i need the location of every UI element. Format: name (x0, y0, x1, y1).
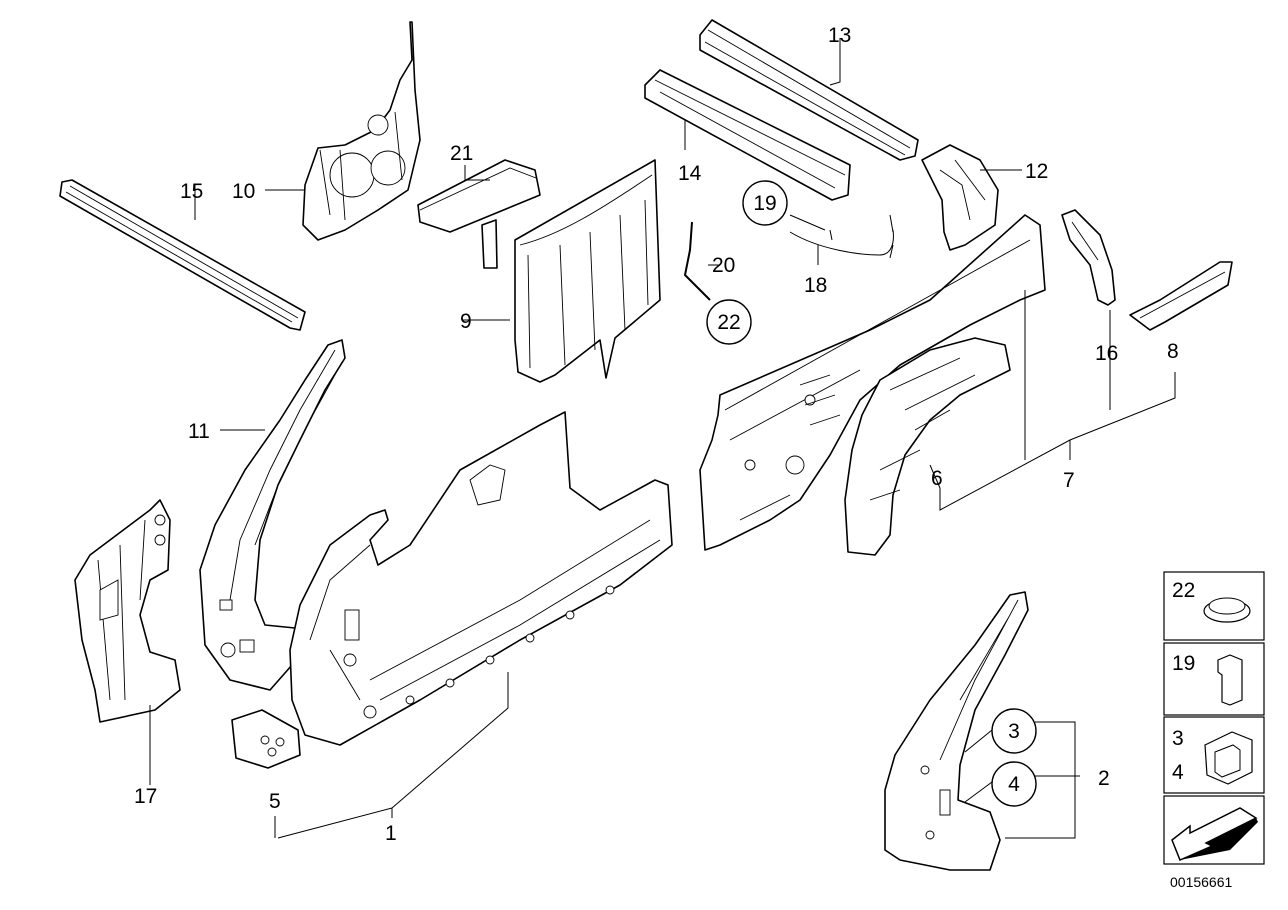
svg-text:4: 4 (1172, 761, 1184, 784)
part-1-side-frame[interactable] (289, 411, 673, 746)
svg-text:22: 22 (717, 311, 740, 334)
svg-text:19: 19 (753, 192, 776, 215)
callout-labels: 1 5 17 11 15 10 21 9 14 13 12 20 18 16 8… (134, 24, 1179, 845)
clip-icon (1217, 654, 1243, 706)
label-16: 16 (1095, 342, 1118, 365)
label-20: 20 (712, 254, 735, 277)
label-17: 17 (134, 785, 157, 808)
label-21: 21 (450, 142, 473, 165)
label-6: 6 (931, 467, 943, 490)
label-9: 9 (460, 310, 472, 333)
label-1: 1 (385, 822, 397, 845)
label-2: 2 (1098, 767, 1110, 790)
label-7: 7 (1063, 469, 1075, 492)
legend-item-3-4[interactable]: 3 4 (1163, 716, 1265, 794)
svg-text:3: 3 (1008, 720, 1020, 743)
part-18-cable[interactable] (789, 214, 894, 259)
part-2-b-pillar[interactable] (884, 591, 1029, 871)
part-12-bracket[interactable] (921, 144, 999, 251)
part-6-wheel-arch[interactable] (844, 337, 1011, 556)
part-8-rear-bracket[interactable] (1129, 261, 1233, 331)
part-17-b-pillar-reinforcement[interactable] (74, 499, 181, 723)
circled-callouts: 19 22 3 4 (706, 180, 1037, 807)
label-5: 5 (269, 790, 281, 813)
svg-text:19: 19 (1172, 652, 1195, 675)
legend-arrow-item[interactable] (1163, 795, 1265, 865)
part-5-block[interactable] (231, 709, 301, 769)
circled-label-19: 19 (742, 180, 788, 226)
circled-label-3: 3 (991, 708, 1037, 754)
label-10: 10 (232, 180, 255, 203)
svg-text:3: 3 (1172, 727, 1184, 750)
svg-text:4: 4 (1008, 773, 1020, 796)
leader-lines (149, 38, 1176, 839)
part-10-a-pillar-upper-bracket[interactable] (302, 21, 421, 241)
part-15-roof-rail[interactable] (59, 179, 306, 331)
svg-text:22: 22 (1172, 579, 1195, 602)
circled-label-22: 22 (706, 299, 752, 345)
circled-label-4: 4 (991, 761, 1037, 807)
label-13: 13 (828, 24, 851, 47)
part-16-bracket[interactable] (1061, 209, 1116, 306)
legend-item-22[interactable]: 22 (1163, 571, 1265, 641)
label-8: 8 (1167, 340, 1179, 363)
label-12: 12 (1025, 160, 1048, 183)
legend-item-19[interactable]: 19 (1163, 642, 1265, 716)
part-9-inner-panel[interactable] (514, 159, 661, 383)
label-18: 18 (804, 274, 827, 297)
part-14-cross-member[interactable] (644, 69, 851, 201)
label-15: 15 (180, 180, 203, 203)
part-7-rear-side-panel[interactable] (699, 214, 1046, 551)
part-20-rod[interactable] (683, 221, 711, 301)
part-21-bracket[interactable] (417, 159, 541, 269)
document-id: 00156661 (1170, 874, 1233, 890)
part-13-rear-cross-member[interactable] (699, 19, 919, 161)
label-11: 11 (188, 420, 210, 443)
legend-panel: 22 19 3 4 (1163, 571, 1265, 865)
label-14: 14 (678, 162, 702, 185)
